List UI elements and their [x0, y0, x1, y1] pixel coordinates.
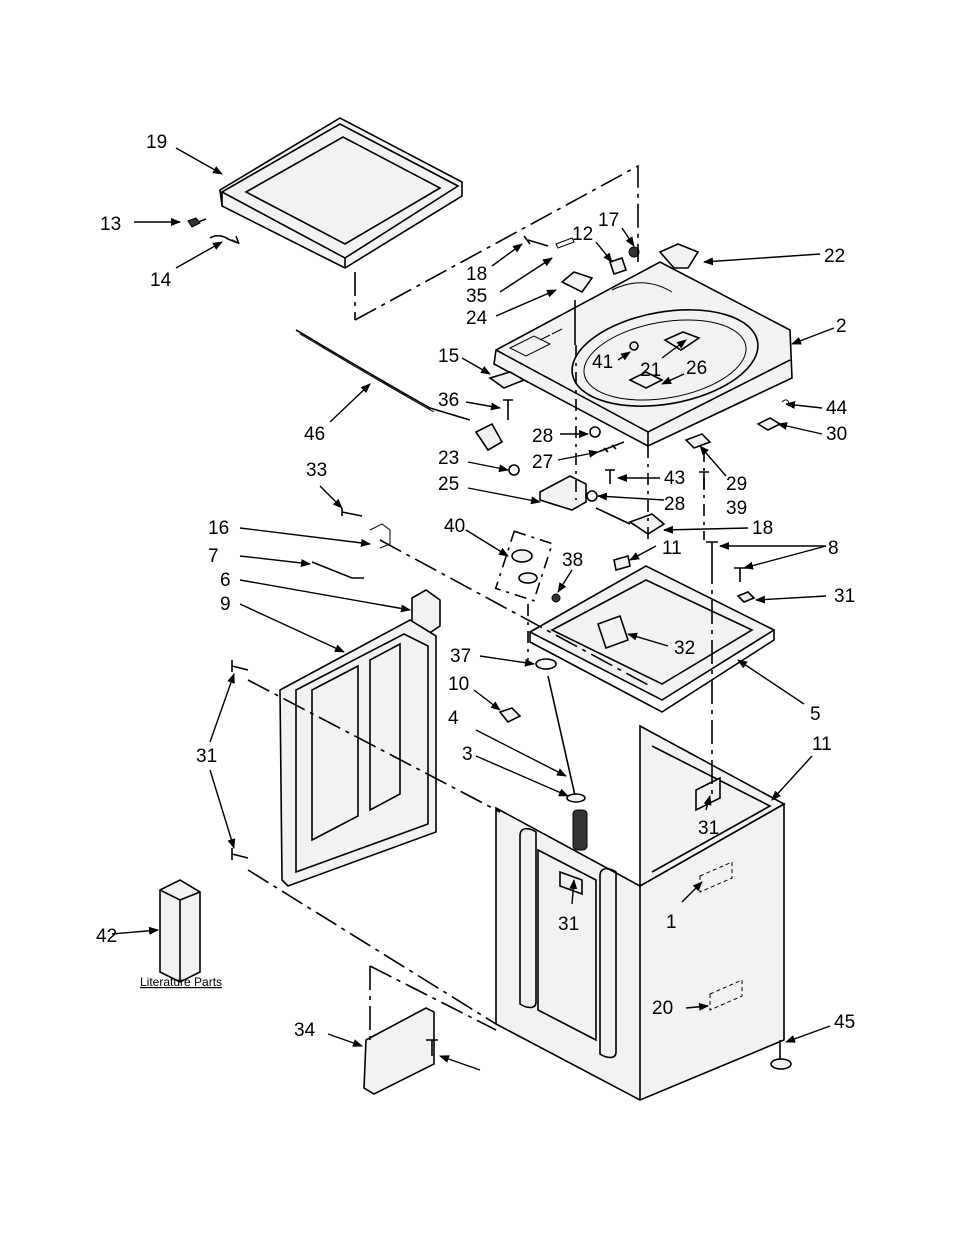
- callout-24: 24: [466, 308, 488, 329]
- top-cabinet-drawing: [494, 262, 792, 446]
- callout-20: 45: [834, 1012, 855, 1033]
- callout-14: 14: [150, 270, 172, 291]
- callout-42: 20: [652, 998, 673, 1019]
- callout-16: 7: [208, 546, 219, 567]
- washer-4-drawing: [567, 794, 585, 802]
- callout-4: 3: [462, 744, 473, 765]
- literature-parts-label: Literature Parts: [140, 975, 222, 989]
- hinge-screw-drawing: [188, 218, 206, 227]
- dome-9-drawing: [512, 550, 532, 562]
- callout-22: 22: [824, 246, 845, 267]
- callout-15: 15: [438, 346, 459, 367]
- callout-7: 6: [220, 570, 231, 591]
- cover-30-drawing: [758, 418, 780, 430]
- base-frame-drawing: [530, 566, 774, 712]
- clip-37-drawing: [500, 708, 520, 722]
- label-12-drawing: [610, 258, 626, 274]
- hinge-23-drawing: [540, 476, 586, 510]
- spring-27-drawing: [598, 442, 624, 452]
- callout-2: 2: [836, 316, 847, 337]
- callout-44: 44: [826, 398, 848, 419]
- callout-35: 35: [466, 286, 487, 307]
- washer-28a-drawing: [590, 427, 600, 437]
- washer-28b-drawing: [587, 491, 597, 501]
- callout-5: 11: [812, 734, 832, 755]
- label-38-drawing: [614, 556, 630, 570]
- callout-36: 36: [438, 390, 459, 411]
- hinge-pin-drawing: [210, 236, 239, 244]
- screw-11-left-top-drawing: [232, 660, 248, 672]
- callout-30: 30: [826, 424, 847, 445]
- pad-25-drawing: [630, 514, 664, 534]
- callout-27: 27: [532, 452, 553, 473]
- callout-9: 40: [444, 516, 465, 537]
- callout-46: 46: [304, 424, 325, 445]
- callout-23: 25: [438, 474, 459, 495]
- callout-31-inner: 31: [698, 818, 719, 839]
- plug-40-drawing: [552, 594, 560, 602]
- callout-41-top: 41: [592, 352, 613, 373]
- cord-16-drawing: [312, 562, 364, 578]
- damper-spring-drawing: [573, 810, 587, 850]
- screw-36-drawing: [503, 400, 513, 420]
- callout-43: 43: [664, 468, 685, 489]
- callout-8: 31: [834, 586, 855, 607]
- cabinet-drawing: [496, 726, 784, 1100]
- callout-10: 4: [448, 708, 459, 729]
- wire-harness-drawing: [296, 330, 502, 450]
- screw-18-top-drawing: [524, 236, 548, 246]
- callout-18-left: 33: [306, 460, 327, 481]
- callout-37: 10: [448, 674, 469, 695]
- callout-39: 39: [726, 498, 747, 519]
- screw-11-a-drawing: [706, 542, 718, 560]
- callout-31-side: 1: [666, 912, 677, 933]
- callout-25: 18: [752, 518, 773, 539]
- callout-12: 12: [572, 224, 593, 245]
- screw-43-drawing: [605, 470, 615, 484]
- callout-31-front: 31: [558, 914, 579, 935]
- callout-18-top: 18: [466, 264, 487, 285]
- callout-3: 5: [810, 704, 821, 725]
- callout-6: 9: [220, 594, 231, 615]
- clip-44-drawing: [782, 400, 789, 406]
- manual-drawing: [160, 880, 200, 982]
- spring-25-drawing: [596, 508, 630, 524]
- callout-45: 34: [294, 1020, 316, 1041]
- washer-32-drawing: [536, 659, 556, 669]
- callout-29: 29: [726, 474, 747, 495]
- cup-9-drawing: [519, 573, 537, 583]
- screw-11-left-bottom-drawing: [232, 848, 248, 860]
- screw-11-b-drawing: [734, 568, 746, 582]
- callout-31-frame: 32: [674, 638, 695, 659]
- lid-drawing: [220, 118, 462, 268]
- callout-1: 42: [96, 926, 117, 947]
- callout-11-left: 31: [196, 746, 217, 767]
- callout-38: 11: [662, 538, 682, 559]
- callout-32: 37: [450, 646, 471, 667]
- latch-29-drawing: [686, 434, 710, 448]
- dashed-box-9: [496, 531, 553, 600]
- callout-26: 26: [686, 358, 707, 379]
- rear-panel-drawing: [280, 620, 436, 886]
- callout-28-top: 28: [532, 426, 553, 447]
- callout-41-bottom: 23: [438, 448, 459, 469]
- clip-8-drawing: [738, 592, 754, 602]
- callout-11-right: 8: [828, 538, 839, 559]
- callout-21: 21: [640, 360, 661, 381]
- callout-33: 16: [208, 518, 229, 539]
- lid-pad-24-drawing: [562, 272, 592, 292]
- nut-41b-drawing: [509, 465, 519, 475]
- callout-17: 17: [598, 210, 619, 231]
- callout-19: 19: [146, 132, 167, 153]
- rod-10-drawing: [548, 676, 576, 800]
- callout-40: 38: [562, 550, 583, 571]
- callout-28-bottom: 28: [664, 494, 685, 515]
- screw-18-left-drawing: [342, 508, 362, 516]
- bracket-45-drawing: [364, 1008, 434, 1094]
- callout-13: 13: [100, 214, 121, 235]
